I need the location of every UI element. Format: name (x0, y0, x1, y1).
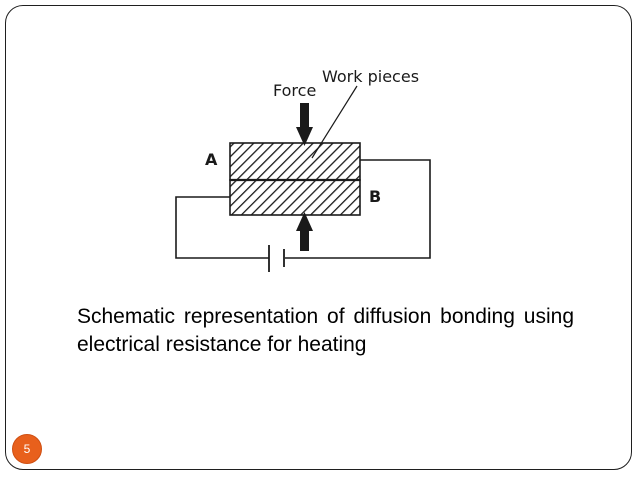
force-arrow-down-icon (296, 103, 313, 146)
work-piece-b (229, 179, 361, 216)
circuit-wire-right (285, 159, 431, 259)
label-work-pieces: Work pieces (322, 67, 419, 86)
slide-frame (5, 5, 632, 470)
work-piece-a (229, 142, 361, 181)
page-number: 5 (23, 442, 31, 456)
label-b: B (369, 187, 381, 206)
page-number-badge: 5 (12, 434, 42, 464)
label-force: Force (273, 81, 316, 100)
force-arrow-up-icon (296, 212, 313, 251)
circuit-wire-left (175, 196, 269, 259)
diagram-caption: Schematic representation of diffusion bo… (77, 305, 574, 356)
work-pieces-leader-line (311, 85, 358, 159)
label-a: A (205, 150, 218, 169)
